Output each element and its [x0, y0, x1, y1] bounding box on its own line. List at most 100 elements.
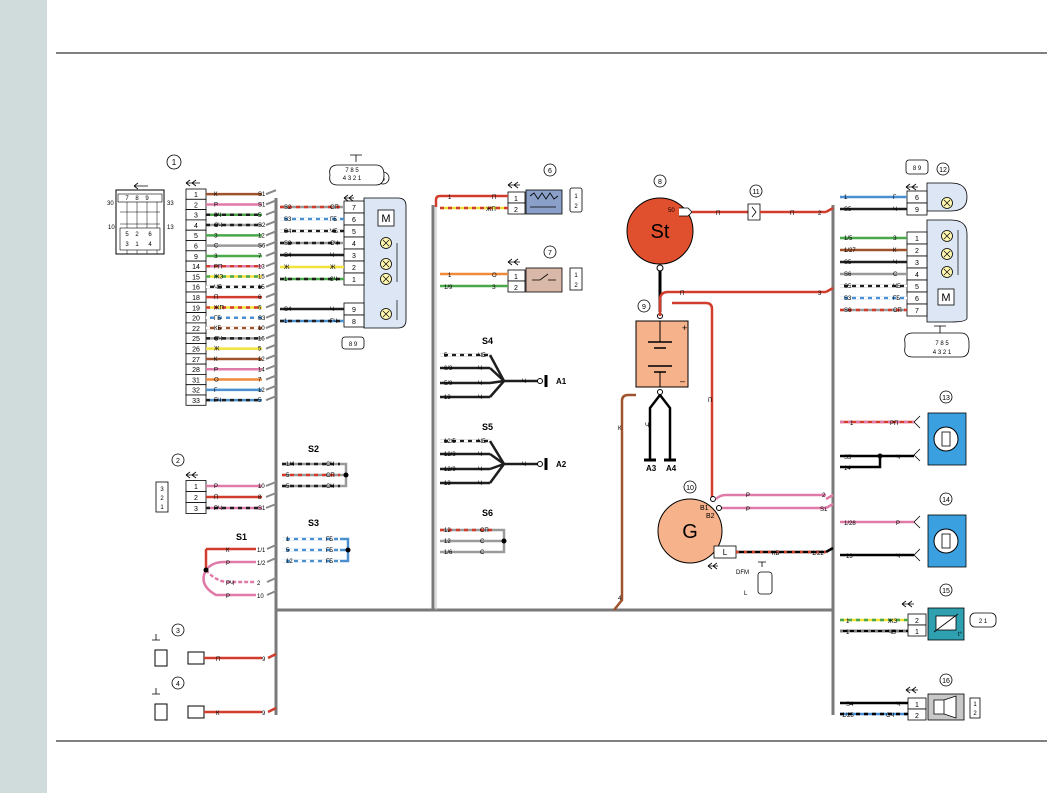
c5-wire-color: Ч: [330, 253, 334, 259]
c12-pin-number: 1: [915, 236, 919, 243]
c3-connector: [187, 651, 205, 665]
splice-S5-label: S5: [482, 422, 493, 432]
component-7: 7 1 2 1 2 1 О 1/9 З: [440, 245, 583, 293]
c1-wire-end: 14: [258, 367, 265, 373]
component-4-number: 4: [176, 681, 180, 688]
c12-plug-bottom-pins: 4 3 2 1: [933, 350, 952, 356]
c3-body: [154, 649, 168, 667]
component-4: 4 К 9: [152, 676, 277, 721]
splice-S1-label: S1: [236, 532, 247, 542]
c1-wire-color: С: [214, 244, 219, 250]
c1-bot-pin-4: 4: [148, 242, 152, 248]
S4-wire-start: 5/9: [444, 381, 453, 387]
c1-pin-number: 33: [192, 398, 200, 405]
c1-wire-color: ГЧ: [214, 398, 221, 404]
c1-wire-end: 12: [258, 357, 265, 363]
c2-side-view: [155, 481, 169, 513]
c16-side-pin-2: 2: [973, 711, 977, 717]
c16-wire1-start: S4: [846, 702, 854, 708]
c12-wire-color: Г: [893, 195, 897, 201]
c12-wire-color: С: [893, 272, 898, 278]
gen-L-wire-end: 1/22: [812, 551, 824, 557]
c1-wire-end: 10: [258, 326, 265, 332]
c12-wire-start: S6: [844, 308, 852, 314]
component-11: 11 П 2: [747, 184, 834, 221]
c1-wire-end: S6: [258, 244, 266, 250]
c6-wire1-start: 1: [448, 195, 452, 201]
c5-pin-number: 2: [352, 265, 356, 272]
c2-wire-color: П: [214, 495, 218, 501]
c6-pin-1: 1: [514, 196, 518, 203]
c5-wire-color: СП: [330, 205, 339, 211]
c1-bot-pin-5: 5: [125, 232, 129, 238]
c14-wire2-start: 13: [846, 554, 853, 560]
component-1-number-circle: [166, 154, 182, 170]
S2-wire-start: 5: [286, 484, 290, 490]
c1-bot-pin-1: 1: [135, 242, 139, 248]
c1-wire-color: З: [214, 233, 218, 239]
S4-wire-color: Ч: [478, 381, 482, 387]
S6-junction: [501, 538, 507, 544]
c2-wire-color: Р: [214, 484, 218, 490]
c5-pin-number: 9: [352, 307, 356, 314]
c12-plug-top-pins: 7 8 5: [935, 341, 949, 347]
c1-wire-color: ГБ: [214, 316, 221, 322]
component-5: 5 7 8 5 4 3 2 1 7S2СП6S3ГБ5S4ЧБ4S2СЧ3S4Ч…: [280, 154, 407, 350]
c12-wire-start: S5: [844, 260, 852, 266]
c1-pin-number: 31: [192, 377, 200, 384]
gen-feed-wire-color: П: [708, 398, 712, 404]
c1-wire-color: СЧ: [214, 223, 222, 229]
c15-side-plug: [969, 612, 997, 628]
c1-pin-number: 14: [192, 264, 200, 271]
c5-wire-start: Ж: [284, 265, 290, 271]
c7-side-pin-2: 2: [574, 283, 578, 289]
c7-wire2-start: 1/9: [444, 285, 453, 291]
c1-pin-number: 3: [194, 213, 198, 220]
c2-side-pin-1: 1: [160, 505, 164, 511]
c12-wire-start: S3: [844, 296, 852, 302]
S5-wire-start: 13: [444, 481, 451, 487]
c12-wire-color: СП: [893, 308, 902, 314]
c2-side-pin-2: 2: [160, 496, 164, 502]
S1-row1-color: К: [226, 548, 230, 554]
c7-wire1-color: О: [492, 273, 497, 279]
generator-B1: B1: [700, 505, 709, 512]
c1-wire-end: 15: [258, 285, 265, 291]
c1-wire-color: П: [214, 295, 218, 301]
c12-pin-number: 4: [915, 272, 919, 279]
c1-wire-end: 6: [258, 305, 262, 311]
component-14-number: 14: [942, 497, 950, 504]
battery-neg-wire-color: Ч: [645, 423, 649, 429]
c1-pin-number: 9: [194, 254, 198, 261]
c1-wire-color: Р: [214, 367, 218, 373]
gen-L-wire-color: КБ: [772, 551, 779, 557]
c4-connector: [187, 705, 205, 719]
c15-wire1-start: 1: [846, 619, 850, 625]
S5-wire-color: Ч: [478, 452, 482, 458]
gen-B1-wire-end: 2: [822, 493, 826, 499]
c5-plug-bottom-pins: 4 3 2 1: [343, 176, 362, 182]
ground-A4: A4: [666, 464, 677, 473]
c4-body: [154, 703, 168, 721]
c1-bot-pin-6: 6: [148, 232, 152, 238]
c15-wire2-color: ЧБ: [888, 630, 896, 636]
c15-side-pins: 2 1: [979, 619, 988, 625]
component-8-number: 8: [658, 179, 662, 186]
c1-wire-end: S3: [258, 316, 266, 322]
c12-motor-label: M: [941, 292, 950, 304]
S4-wire-color: Ч: [478, 395, 482, 401]
component-12-number: 12: [939, 167, 947, 174]
c1-wire-end: 16: [258, 336, 265, 342]
c1-bot-pin-3: 3: [125, 242, 129, 248]
S6-wire-start: 12: [444, 539, 451, 545]
S1-row3-end: 2: [257, 581, 261, 587]
c12-wire-start: S5: [844, 207, 852, 213]
S3-wire-color: ГБ: [326, 559, 333, 565]
c16-wire2-color: СЧ: [886, 713, 894, 719]
c12-wire-start: 1/5: [844, 236, 853, 242]
c5-wire-start: S4: [284, 307, 292, 313]
c2-pin-number: 3: [194, 506, 198, 513]
c1-wire-end: 7: [258, 254, 262, 260]
c5-connector-arrow-icon: [343, 194, 354, 202]
